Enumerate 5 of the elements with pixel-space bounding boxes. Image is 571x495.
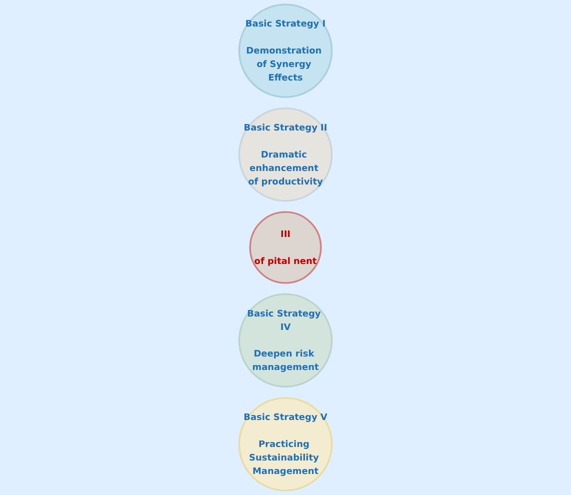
node-circle: [238, 107, 333, 202]
node-circle: [238, 397, 333, 492]
node-circle: [238, 4, 333, 98]
node-circle: [238, 293, 333, 388]
node-circle: [249, 211, 322, 284]
